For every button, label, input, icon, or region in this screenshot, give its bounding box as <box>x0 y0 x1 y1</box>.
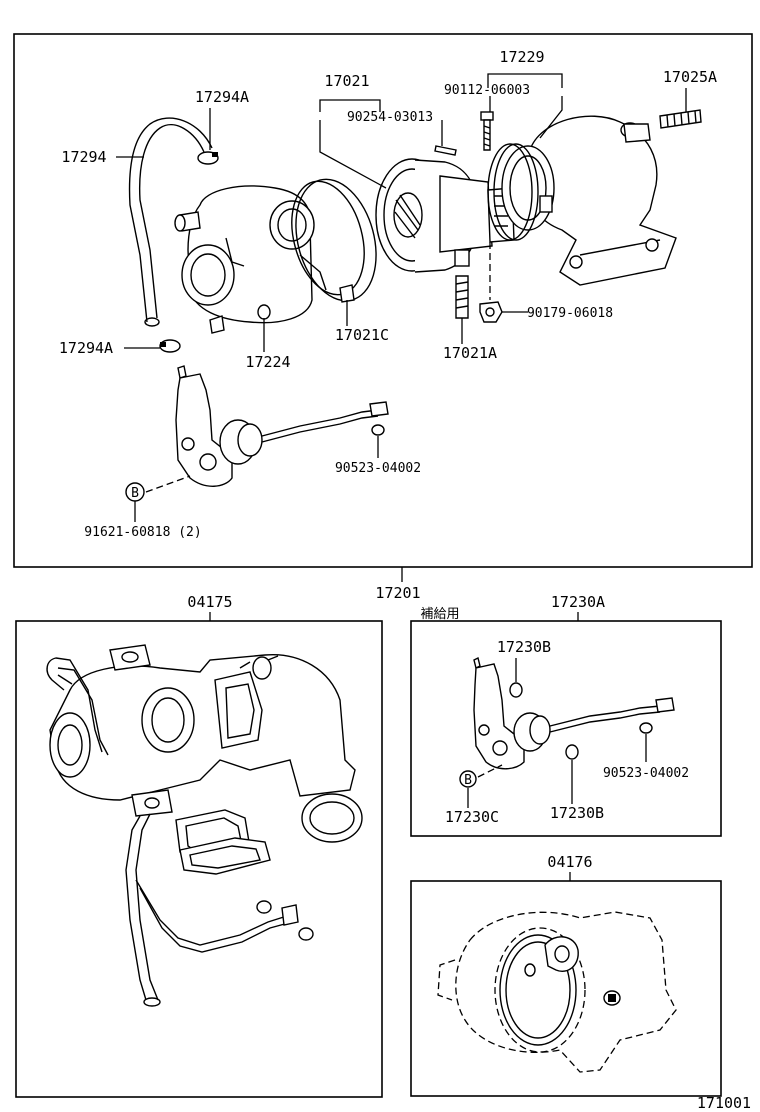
label-17025A: 17025A <box>663 68 717 86</box>
main-assembly-frame <box>13 33 753 568</box>
label-90179: 90179-06018 <box>527 306 613 321</box>
actuator-drawing <box>175 365 389 487</box>
label-17224: 17224 <box>245 353 290 371</box>
label-17294A-bottom: 17294A <box>59 339 113 357</box>
clamp-drawing <box>487 143 553 241</box>
label-90523-mid: 90523-04002 <box>603 766 689 781</box>
label-17294: 17294 <box>61 148 106 166</box>
compressor-housing-drawing <box>174 185 327 334</box>
gasket-ring-drawing <box>291 178 377 303</box>
label-17230B-bottom: 17230B <box>550 804 604 822</box>
label-17201: 17201 <box>375 584 420 602</box>
label-17229: 17229 <box>499 48 544 66</box>
stud-17021A-drawing <box>455 275 469 319</box>
label-91621: 91621-60818 (2) <box>84 525 201 540</box>
label-17294A-top: 17294A <box>195 88 249 106</box>
label-90112: 90112-06003 <box>444 83 530 98</box>
turbo-assembly-04175-drawing <box>46 644 363 1007</box>
stud-17025A-drawing <box>659 109 702 129</box>
assembly-04176-frame <box>410 880 722 1097</box>
turbine-housing-04176-drawing <box>437 911 677 1073</box>
hose-clamp-top-drawing <box>197 151 219 165</box>
assembly-17230A-frame <box>410 620 722 837</box>
hose-clamp-bottom-drawing <box>159 339 181 353</box>
label-17230B-top: 17230B <box>497 638 551 656</box>
pin-drawing <box>434 145 457 156</box>
label-17230C: 17230C <box>445 808 499 826</box>
label-hokyuyo: 補給用 <box>420 607 459 622</box>
actuator-17230A-drawing <box>473 656 675 770</box>
label-90254: 90254-03013 <box>347 110 433 125</box>
label-17230A: 17230A <box>551 593 605 611</box>
label-04176: 04176 <box>547 853 592 871</box>
b-marker-mid-circle <box>459 770 477 788</box>
label-171001: 171001 <box>697 1094 751 1112</box>
center-housing-drawing <box>375 158 515 273</box>
label-90523-top: 90523-04002 <box>335 461 421 476</box>
label-17021C: 17021C <box>335 326 389 344</box>
turbine-housing-drawing <box>501 115 677 286</box>
bolt-drawing <box>480 111 494 151</box>
b-marker-top: B <box>131 486 139 501</box>
hose-drawing <box>128 117 213 327</box>
label-17021A: 17021A <box>443 344 497 362</box>
assembly-04175-frame <box>15 620 383 1098</box>
b-marker-mid: B <box>464 773 472 788</box>
label-04175: 04175 <box>187 593 232 611</box>
nut-drawing <box>479 301 503 323</box>
label-17021: 17021 <box>324 72 369 90</box>
